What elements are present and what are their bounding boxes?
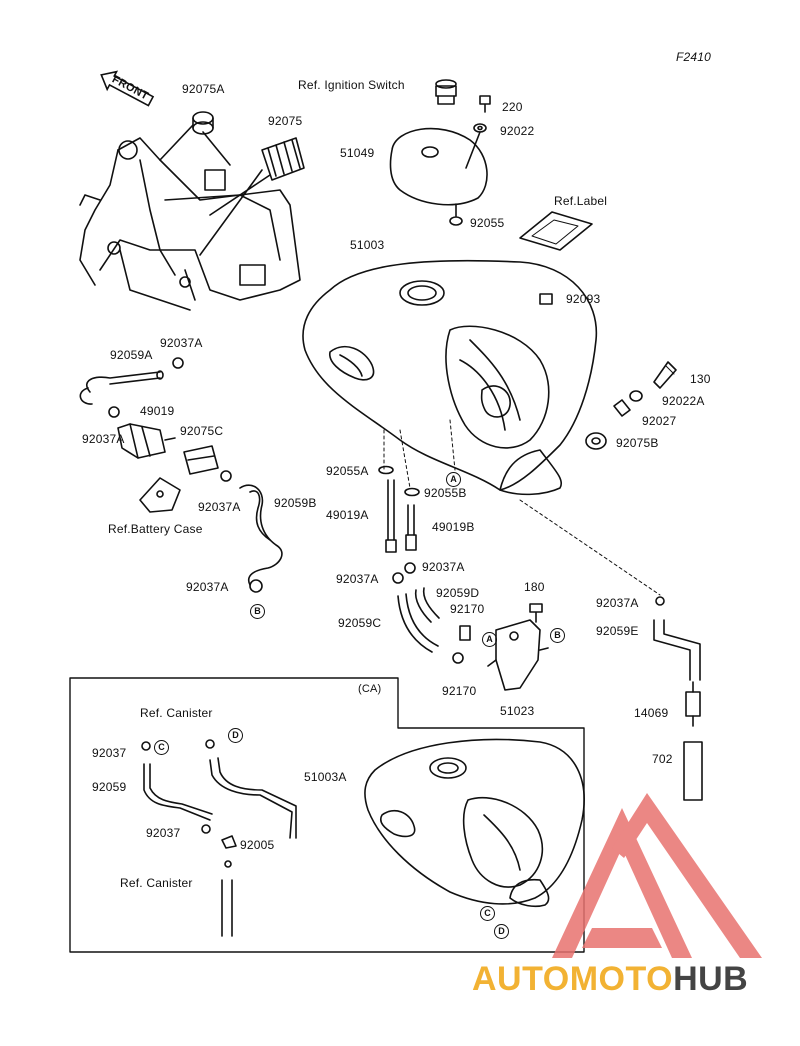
tank-cover-drawing bbox=[389, 127, 488, 206]
label-51003A: 51003A bbox=[304, 770, 347, 784]
label-702: 702 bbox=[652, 752, 673, 766]
label-ref-canister-bottom: Ref. Canister bbox=[120, 876, 193, 890]
label-92059C: 92059C bbox=[338, 616, 382, 630]
figure-id: F2410 bbox=[676, 50, 712, 64]
label-49019: 49019 bbox=[140, 404, 175, 418]
label-49019A: 49019A bbox=[326, 508, 369, 522]
watermark-text-part1: AUTOMOTO bbox=[472, 960, 674, 998]
fuel-filter-drawing bbox=[117, 423, 176, 459]
label-92037A-center: 92037A bbox=[336, 572, 379, 586]
label-92037A-left: 92037A bbox=[82, 432, 125, 446]
front-arrow-icon bbox=[100, 70, 155, 107]
label-ref-canister-top: Ref. Canister bbox=[140, 706, 213, 720]
watermark-text-part2: HUB bbox=[673, 960, 749, 998]
label-92059-ca: 92059 bbox=[92, 780, 127, 794]
fuel-tank-ca-drawing bbox=[364, 738, 585, 908]
label-180: 180 bbox=[524, 580, 545, 594]
fuel-tank-drawing bbox=[302, 259, 598, 496]
watermark-logo-icon bbox=[552, 793, 762, 958]
label-92022A: 92022A bbox=[662, 394, 705, 408]
label-92005: 92005 bbox=[240, 838, 275, 852]
label-92055A: 92055A bbox=[326, 464, 369, 478]
label-51023: 51023 bbox=[500, 704, 535, 718]
ref-circle-b-cock: B bbox=[550, 628, 565, 643]
ignition-switch-drawing bbox=[435, 79, 457, 105]
label-92022: 92022 bbox=[500, 124, 535, 138]
ref-circle-d-tank: D bbox=[494, 924, 509, 939]
label-ca: (CA) bbox=[358, 683, 382, 695]
label-14069: 14069 bbox=[634, 706, 669, 720]
ref-circle-c-ca: C bbox=[154, 740, 169, 755]
label-92075: 92075 bbox=[268, 114, 303, 128]
ref-circle-c-tank: C bbox=[480, 906, 495, 921]
ref-circle-b-left: B bbox=[250, 604, 265, 619]
label-92037A-bottom: 92037A bbox=[186, 580, 229, 594]
part-92075-drawing bbox=[261, 137, 305, 181]
label-92037A-top: 92037A bbox=[160, 336, 203, 350]
label-92055B: 92055B bbox=[424, 486, 467, 500]
part-92075A-drawing bbox=[192, 111, 214, 135]
label-49019B: 49019B bbox=[432, 520, 475, 534]
label-92059B: 92059B bbox=[274, 496, 317, 510]
label-92059E: 92059E bbox=[596, 624, 639, 638]
front-arrow: FRONT bbox=[94, 63, 158, 112]
label-92037A-right: 92037A bbox=[422, 560, 465, 574]
label-92037A-far-right: 92037A bbox=[596, 596, 639, 610]
ref-circle-a-cock: A bbox=[482, 632, 497, 647]
label-92037-ca: 92037 bbox=[92, 746, 127, 760]
label-92037-ca-bottom: 92037 bbox=[146, 826, 181, 840]
frame-drawing bbox=[79, 137, 301, 311]
label-ref-ignition-switch: Ref. Ignition Switch bbox=[298, 78, 405, 92]
label-92027: 92027 bbox=[642, 414, 677, 428]
label-ref-label: Ref.Label bbox=[554, 194, 608, 208]
label-92093: 92093 bbox=[566, 292, 601, 306]
label-92037A-mid: 92037A bbox=[198, 500, 241, 514]
fuel-cock-drawing bbox=[487, 619, 549, 691]
label-220: 220 bbox=[502, 100, 523, 114]
ref-circle-d-ca: D bbox=[228, 728, 243, 743]
label-92075A: 92075A bbox=[182, 82, 225, 96]
label-92075B: 92075B bbox=[616, 436, 659, 450]
label-92059A: 92059A bbox=[110, 348, 153, 362]
label-92059D: 92059D bbox=[436, 586, 480, 600]
watermark-text: AUTOMOTOHUB bbox=[472, 960, 748, 999]
label-51003: 51003 bbox=[350, 238, 385, 252]
label-130: 130 bbox=[690, 372, 711, 386]
label-51049: 51049 bbox=[340, 146, 375, 160]
label-92075C: 92075C bbox=[180, 424, 224, 438]
ref-circle-a-top: A bbox=[446, 472, 461, 487]
label-ref-battery-case: Ref.Battery Case bbox=[108, 522, 203, 536]
label-92170-bottom: 92170 bbox=[442, 684, 477, 698]
label-92055: 92055 bbox=[470, 216, 505, 230]
label-92170-top: 92170 bbox=[450, 602, 485, 616]
